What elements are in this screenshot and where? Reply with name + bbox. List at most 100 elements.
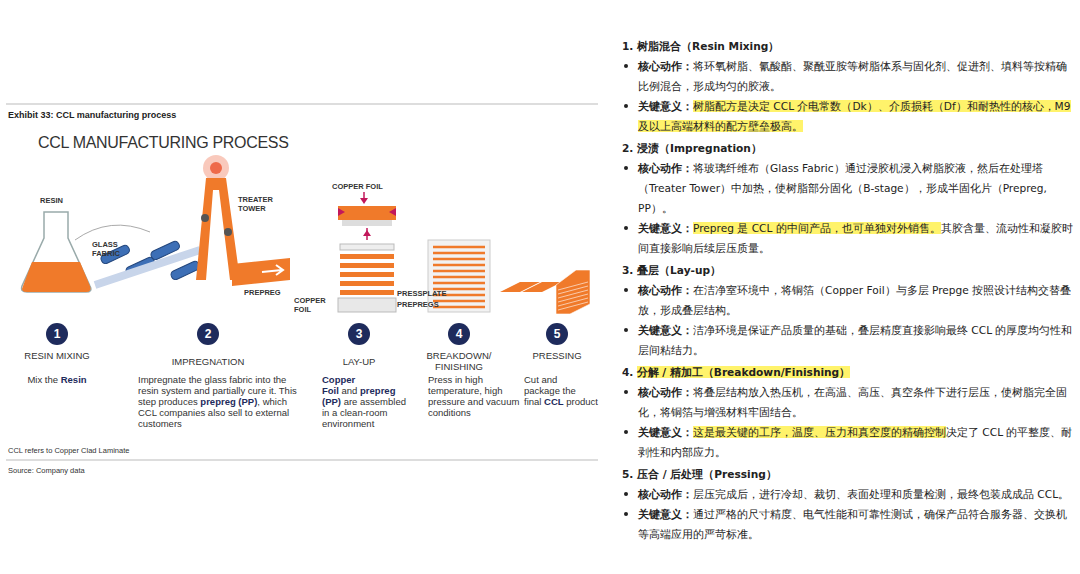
bullet-text: Prepreg 是 CCL 的中间产品，也可单独对外销售。 [693, 222, 941, 234]
figure-heading: CCL MANUFACTURING PROCESS [38, 134, 298, 152]
footnote: CCL refers to Copper Clad Laminate [8, 446, 308, 455]
part-label: PRESSPLATE [397, 289, 457, 298]
figure-heading-text: CCL MANUFACTURING PROCESS [38, 134, 289, 151]
heading-text: 4. [622, 366, 633, 378]
step-description: Copper Foilandprepreg (PP)are assembled … [322, 374, 414, 429]
step-title-text: IMPREGNATION [172, 356, 245, 367]
part-label: GLASS FABRIC [92, 240, 132, 258]
bullet-item: 核心动作：将环氧树脂、氰酸酯、聚酰亚胺等树脂体系与固化剂、促进剂、填料等按精确比… [622, 56, 1074, 96]
bullet-item: 关键意义：通过严格的尺寸精度、电气性能和可靠性测试，确保产品符合服务器、交换机等… [622, 504, 1074, 544]
part-label-text: COPPER FOIL [294, 296, 326, 314]
step-title: BREAKDOWN/ FINISHING [419, 350, 499, 372]
step-description-text: product [566, 396, 598, 407]
step-number-text: 5 [554, 327, 561, 341]
step-title: IMPREGNATION [158, 356, 258, 367]
bullet-dot [624, 512, 628, 516]
bullet-key: 关键意义： [638, 508, 693, 520]
step-number-text: 1 [54, 327, 61, 341]
bullet-dot [624, 430, 628, 434]
bullet-text: 将玻璃纤维布（Glass Fabric）通过浸胶机浸入树脂胶液，然后在处理塔（T… [638, 162, 1047, 214]
bullet-dot [624, 390, 628, 394]
part-label-text: COPPER FOIL [332, 182, 383, 191]
section-heading: 4. 分解 / 精加工（Breakdown/Finishing） [622, 362, 1074, 382]
part-label: PREPREG [244, 288, 304, 297]
heading-text: 1. 树脂混合（Resin Mixing） [622, 40, 779, 52]
heading-text: 2. 浸渍（Impregnation） [622, 142, 762, 154]
part-label-text: GLASS FABRIC [92, 240, 120, 258]
bullet-item: 核心动作：层压完成后，进行冷却、裁切、表面处理和质量检测，最终包装成成品 CCL… [622, 484, 1074, 504]
step-number-text: 4 [456, 327, 463, 341]
footnote-text: CCL refers to Copper Clad Laminate [8, 446, 129, 455]
bullet-dot [624, 226, 628, 230]
bullet-key: 核心动作： [638, 386, 693, 398]
step-title-text: LAY-UP [343, 356, 376, 367]
step-number-text: 3 [356, 327, 363, 341]
bullet-item: 核心动作：将玻璃纤维布（Glass Fabric）通过浸胶机浸入树脂胶液，然后在… [622, 158, 1074, 218]
bullet-text: 将环氧树脂、氰酸酯、聚酰亚胺等树脂体系与固化剂、促进剂、填料等按精确比例混合，形… [638, 60, 1067, 92]
part-label-text: PREPREG [244, 288, 281, 297]
bullet-key: 关键意义： [638, 426, 693, 438]
part-label: TREATER TOWER [238, 195, 283, 213]
bullet-dot [624, 492, 628, 496]
step-description-text: Mix the [27, 374, 58, 385]
section-heading: 2. 浸渍（Impregnation） [622, 138, 1074, 158]
step-number: 5 [546, 323, 568, 345]
step-number: 2 [197, 323, 219, 345]
step-title-text: BREAKDOWN/ FINISHING [427, 350, 492, 372]
step-description-text: Resin [61, 374, 87, 385]
part-label: COPPER FOIL [332, 182, 402, 191]
step-title: PRESSING [517, 350, 597, 361]
bullet-key: 核心动作： [638, 162, 693, 174]
bullet-text: 在洁净室环境中，将铜箔（Copper Foil）与多层 Prepge 按照设计结… [638, 284, 1071, 316]
bullet-key: 关键意义： [638, 324, 693, 336]
section-heading: 1. 树脂混合（Resin Mixing） [622, 36, 1074, 56]
bullet-key: 核心动作： [638, 60, 693, 72]
bullet-text: 将叠层结构放入热压机，在高温、高压、真空条件下进行层压，使树脂完全固化，将铜箔与… [638, 386, 1067, 418]
part-label: COPPER FOIL [294, 296, 340, 314]
step-title: LAY-UP [329, 356, 389, 367]
bullet-item: 关键意义：洁净环境是保证产品质量的基础，叠层精度直接影响最终 CCL 的厚度均匀… [622, 320, 1074, 360]
part-label-text: RESIN [40, 196, 63, 205]
text-panel: 1. 树脂混合（Resin Mixing）核心动作：将环氧树脂、氰酸酯、聚酰亚胺… [622, 34, 1074, 544]
step-number: 4 [448, 323, 470, 345]
bullet-item: 关键意义：Prepreg 是 CCL 的中间产品，也可单独对外销售。其胶含量、流… [622, 218, 1074, 258]
bullet-item: 核心动作：将叠层结构放入热压机，在高温、高压、真空条件下进行层压，使树脂完全固化… [622, 382, 1074, 422]
bullet-dot [624, 104, 628, 108]
exhibit-title: Exhibit 33: CCL manufacturing process [8, 110, 176, 120]
bullet-key: 核心动作： [638, 284, 693, 296]
heading-text: 3. 叠层（Lay-up） [622, 264, 721, 276]
bullet-key: 核心动作： [638, 488, 693, 500]
bullet-text: 洁净环境是保证产品质量的基础，叠层精度直接影响最终 CCL 的厚度均匀性和层间粘… [638, 324, 1072, 356]
part-label: PREPREGS [397, 300, 457, 309]
bullet-key: 关键意义： [638, 100, 693, 112]
bullet-dot [624, 328, 628, 332]
bullet-dot [624, 166, 628, 170]
step-description: Press in high temperature, high pressure… [428, 374, 520, 418]
step-title: RESIN MIXING [22, 350, 92, 361]
bullet-text: 这是最关键的工序，温度、压力和真空度的精确控制 [693, 426, 946, 438]
step-title-text: RESIN MIXING [24, 350, 89, 361]
source-note-text: Source: Company data [8, 466, 85, 475]
section-heading: 3. 叠层（Lay-up） [622, 260, 1074, 280]
heading-text: 5. 压合 / 后处理（Pressing） [622, 468, 777, 480]
part-label-text: TREATER TOWER [238, 195, 273, 213]
part-label-text: PRESSPLATE [397, 289, 446, 298]
step-number: 1 [46, 323, 68, 345]
part-label: RESIN [40, 196, 100, 205]
step-description: Mix theResin [12, 374, 102, 385]
source-note: Source: Company data [8, 466, 308, 475]
step-description-text: Press in high temperature, high pressure… [428, 374, 519, 418]
heading-text: 分解 / 精加工（Breakdown/Finishing） [637, 366, 851, 378]
step-description-text: CCL [544, 396, 564, 407]
part-label-text: PREPREGS [397, 300, 439, 309]
step-description: Cut and package the finalCCLproduct [524, 374, 588, 407]
step-number: 3 [348, 323, 370, 345]
bullet-text: 层压完成后，进行冷却、裁切、表面处理和质量检测，最终包装成成品 CCL。 [693, 488, 1069, 500]
bullet-item: 关键意义：树脂配方是决定 CCL 介电常数（Dk）、介质损耗（Df）和耐热性的核… [622, 96, 1074, 136]
step-description-text: prepreg (PP) [200, 396, 257, 407]
bullet-dot [624, 64, 628, 68]
bullet-item: 核心动作：在洁净室环境中，将铜箔（Copper Foil）与多层 Prepge … [622, 280, 1074, 320]
bullet-key: 关键意义： [638, 222, 693, 234]
step-description-text: and [342, 385, 358, 396]
bullet-text: 通过严格的尺寸精度、电气性能和可靠性测试，确保产品符合服务器、交换机等高端应用的… [638, 508, 1067, 540]
